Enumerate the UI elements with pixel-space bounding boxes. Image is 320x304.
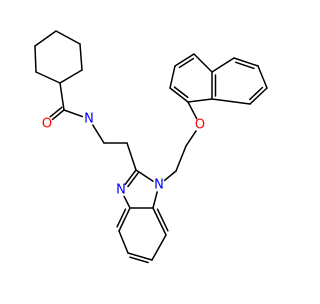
bond-layer bbox=[34, 30, 268, 264]
bond-n5-n6-double bbox=[234, 61, 255, 70]
atom-n1: N bbox=[82, 112, 96, 127]
atom-n1-label: N bbox=[84, 112, 94, 127]
bond-b5-b6-double bbox=[129, 256, 149, 264]
bond-n3-n4 bbox=[174, 53, 195, 67]
bond-n4a-n5 bbox=[211, 57, 235, 73]
bond-n1-n2 bbox=[169, 87, 189, 103]
atom-n1-bg bbox=[82, 112, 96, 126]
bond-b4-b5 bbox=[118, 230, 129, 254]
bond-cA-O1-double bbox=[49, 106, 63, 118]
bond-N1-l1 bbox=[91, 124, 105, 144]
bond-N3-C2 bbox=[135, 169, 154, 182]
bond-n2-n3 bbox=[169, 65, 176, 89]
bond-n7-n8-double bbox=[249, 86, 264, 101]
atom-label-layer: O N N N O bbox=[40, 112, 207, 198]
atom-n2-label: N bbox=[116, 183, 126, 198]
bond-n1-n2-double bbox=[173, 86, 189, 99]
bond-b5-b6 bbox=[127, 252, 153, 261]
bond-l2-C2 bbox=[126, 142, 137, 171]
bond-b7-C7a-double bbox=[156, 208, 169, 232]
bond-c1-c2 bbox=[35, 71, 61, 84]
bond-c3-c4 bbox=[34, 30, 57, 47]
bond-c2-c3 bbox=[34, 45, 37, 73]
bond-C2-N2 bbox=[124, 169, 137, 186]
bond-cA-O1 bbox=[51, 109, 65, 121]
bond-b7-C7a bbox=[152, 207, 167, 236]
bond-b6-b7 bbox=[151, 234, 167, 261]
bond-N3-e1 bbox=[163, 170, 177, 182]
atom-o1: O bbox=[40, 117, 54, 132]
atom-n2-bg bbox=[114, 183, 128, 197]
bond-O2-n1 bbox=[187, 101, 198, 120]
bond-c1-cA bbox=[59, 82, 65, 111]
bond-C3a-b4-double bbox=[116, 208, 127, 228]
atom-o2-bg bbox=[193, 118, 207, 132]
bond-C2-N2-double bbox=[127, 171, 140, 188]
bond-n3-n4-double bbox=[178, 57, 195, 69]
bond-cA-N1 bbox=[63, 109, 84, 118]
bond-n5-n6 bbox=[233, 57, 259, 67]
atom-n2: N bbox=[114, 183, 128, 198]
bond-c4-c5 bbox=[55, 30, 81, 45]
bond-N2-C3a bbox=[123, 195, 131, 209]
atom-n3-label: N bbox=[154, 178, 164, 193]
atom-o1-bg bbox=[40, 117, 54, 131]
atom-n3-bg bbox=[152, 178, 166, 192]
atom-o1-label: O bbox=[42, 117, 52, 132]
bond-C3a-b4 bbox=[118, 207, 131, 232]
bond-C7a-N3 bbox=[152, 191, 158, 209]
bond-c6-c1 bbox=[59, 69, 83, 84]
bond-n7-n8 bbox=[249, 87, 268, 105]
bond-e1-e2 bbox=[175, 145, 187, 172]
bond-n6-n7 bbox=[257, 65, 268, 89]
bond-n8-n8a bbox=[211, 98, 251, 105]
atom-n3: N bbox=[152, 178, 166, 193]
bond-e2-O2 bbox=[185, 130, 197, 147]
molecule-drawing: O N N N O bbox=[34, 30, 268, 264]
bond-n8a-n1 bbox=[187, 98, 213, 103]
atom-o2-label: O bbox=[195, 118, 205, 133]
bond-c5-c6 bbox=[79, 43, 83, 71]
bond-n4-n4a bbox=[193, 53, 213, 73]
atom-o2: O bbox=[193, 118, 207, 133]
structure-canvas: O N N N O bbox=[34, 30, 268, 264]
